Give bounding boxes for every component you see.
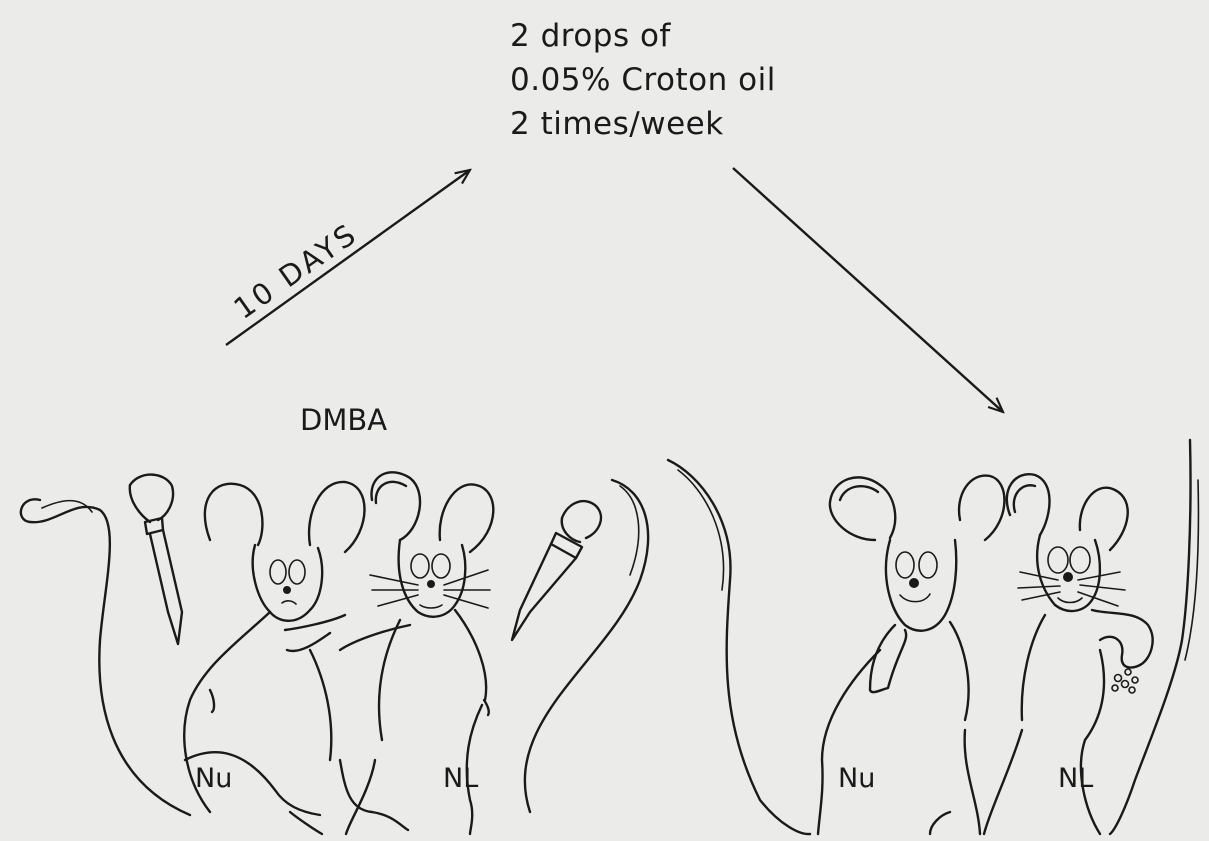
ten-days-label: 10 DAYS [228, 216, 364, 326]
before-nu-label: Nu [195, 763, 232, 794]
after-treatment-panel: Nu NL [668, 440, 1198, 834]
dmba-label: DMBA [300, 403, 387, 437]
dmba-dropper-left-icon [130, 475, 182, 644]
after-left-tail [668, 460, 810, 834]
dmba-dropper-right-icon [512, 501, 601, 640]
nl-mouse-tail [525, 480, 648, 812]
nu-mouse-tail [21, 499, 190, 815]
before-nl-label: NL [443, 763, 478, 794]
after-nu-label: Nu [838, 763, 875, 794]
croton-oil-arrow [733, 168, 1003, 412]
after-right-tail [1110, 440, 1191, 834]
papilloma-tumor-icon [1112, 669, 1138, 693]
before-treatment-panel: Nu NL [21, 472, 648, 834]
after-nl-label: NL [1058, 763, 1093, 794]
ten-days-arrow [226, 170, 470, 345]
